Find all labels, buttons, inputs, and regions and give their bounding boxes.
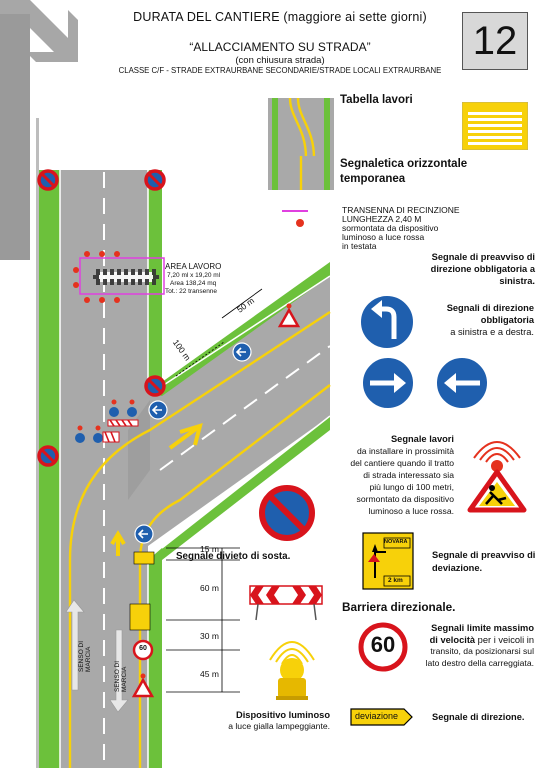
no-parking-sign-top-right xyxy=(144,169,166,191)
transenna-icon xyxy=(282,210,308,227)
no-parking-sign-top-left xyxy=(37,169,59,191)
segnale-lavori-desc-5: sormontato da dispositivo xyxy=(356,494,454,504)
turn-left-sign-icon xyxy=(359,294,415,350)
speed-limit-sign-small xyxy=(132,639,154,661)
direction-panel-sign-icon xyxy=(350,708,413,726)
direzione-obbligatoria-label-2: obbligatoria xyxy=(480,315,534,325)
dispositivo-luminoso-label-1: Dispositivo luminoso xyxy=(235,710,330,720)
distance-60-label: 60 m xyxy=(200,583,219,593)
preavviso-direzione-label-1: Segnale di preavviso di xyxy=(431,252,535,262)
tabella-lavori-diagram-icon xyxy=(268,98,334,158)
senso-marcia-label-left: SENSO DI MARCIA xyxy=(78,640,92,672)
work-sign-branch xyxy=(277,303,301,328)
limite-velocita-tail: per i veicoli in xyxy=(475,635,534,645)
direction-sign-diagram-3 xyxy=(134,524,154,544)
work-sign-with-light-icon xyxy=(467,441,527,513)
limite-velocita-label-4: lato destro della carreggiata. xyxy=(425,658,534,668)
area-label-4: Tot.: 22 transenne xyxy=(165,288,218,295)
transenna-label-2: LUNGHEZZA 2,40 M xyxy=(342,214,422,224)
segnale-lavori-desc-6: luminoso a luce rossa. xyxy=(368,506,454,516)
area-label-1: AREA LAVORO xyxy=(165,262,222,271)
left-grass xyxy=(38,170,60,768)
work-sign-lower-small xyxy=(131,673,155,698)
tabella-lavori-panel-icon xyxy=(462,102,528,150)
directional-barrier-icon xyxy=(249,585,323,621)
arrow-right-sign-icon xyxy=(361,356,415,410)
preavviso-direzione-label-3: sinistra. xyxy=(499,276,535,286)
direzione-obbligatoria-label-3: a sinistra e a destra. xyxy=(450,327,534,337)
direction-sign-diagram-1 xyxy=(232,342,252,362)
dispositivo-luminoso-label-2: a luce gialla lampeggiante. xyxy=(228,721,330,731)
limite-velocita-bold: di velocità xyxy=(429,635,476,645)
transenna-label-5: in testata xyxy=(342,241,377,251)
signs-cluster-lower xyxy=(75,425,120,443)
preavviso-deviazione-sign-icon xyxy=(362,532,414,590)
preavviso-deviazione-label-1: Segnale di preavviso di xyxy=(432,550,536,560)
area-label-3: Area 138,24 mq xyxy=(170,280,217,287)
signs-cluster-upper xyxy=(107,399,139,427)
limite-velocita-label-1: Segnali limite massimo xyxy=(431,623,534,633)
no-parking-sign-mid-right xyxy=(144,375,166,397)
yellow-lamp-icon xyxy=(269,641,315,700)
distance-45-label: 45 m xyxy=(200,669,219,679)
barriera-direzionale-label: Barriera direzionale. xyxy=(342,600,456,614)
divieto-sosta-label: Segnale divieto di sosta. xyxy=(176,551,291,562)
limite-velocita-label-2: di velocità per i veicoli in xyxy=(400,634,534,646)
page-title: DURATA DEL CANTIERE (maggiore ai sette g… xyxy=(133,10,427,24)
segnale-lavori-desc-2: del cantiere quando il tratto xyxy=(350,458,454,468)
preavviso-direzione-label-2: direzione obbligatoria a xyxy=(430,264,535,274)
direzione-obbligatoria-label-1: Segnali di direzione xyxy=(446,303,534,313)
distance-15-label: 15 m xyxy=(200,544,219,554)
novara-sign-text: NOVARA xyxy=(384,539,408,545)
distance-30-label: 30 m xyxy=(200,631,219,641)
transenna-label-1: TRANSENNA DI RECINZIONE xyxy=(342,205,460,215)
speed-limit-value-small: 60 xyxy=(139,645,147,652)
no-parking-sign-icon xyxy=(259,485,315,541)
deviazione-sign-text: deviazione xyxy=(355,711,399,721)
page-subtitle: “ALLACCIAMENTO SU STRADA” xyxy=(189,40,371,54)
segnale-lavori-title: Segnale lavori xyxy=(390,434,454,444)
transenna-label-4: luminoso a luce rossa xyxy=(342,232,425,242)
segnale-lavori-desc-4: più lungo di 100 metri, xyxy=(369,482,454,492)
segnaletica-label-2: temporanea xyxy=(340,173,406,185)
direction-panel-small-diagram xyxy=(129,603,151,631)
no-parking-sign-mid-left xyxy=(37,445,59,467)
senso-marcia-label-right: SENSO DI MARCIA xyxy=(114,660,128,692)
page-number: 12 xyxy=(462,12,528,70)
segnale-direzione-label: Segnale di direzione. xyxy=(432,712,525,722)
area-label-2: 7,20 ml x 19,20 ml xyxy=(167,272,221,279)
limite-velocita-label-3: transito, da posizionarsi sul xyxy=(430,646,534,656)
preavviso-sign-small-diagram xyxy=(133,551,155,565)
corner-arrow-icon xyxy=(0,0,80,70)
tabella-lavori-label: Tabella lavori xyxy=(340,94,413,106)
direction-arrows-signs xyxy=(361,356,489,410)
branch-road xyxy=(148,276,330,546)
road-class: CLASSE C/F - STRADE EXTRAURBANE SECONDAR… xyxy=(118,66,442,75)
work-area-box xyxy=(79,257,165,295)
preavviso-deviazione-label-2: deviazione. xyxy=(432,563,483,573)
distance-2km-sign-text: 2 km xyxy=(388,577,403,584)
page-subtitle-2: (con chiusura strada) xyxy=(235,55,325,66)
segnale-lavori-desc-1: da installare in prossimità xyxy=(357,446,454,456)
direction-sign-diagram-2 xyxy=(148,400,168,420)
arrow-left-sign-icon xyxy=(435,356,489,410)
segnaletica-label-1: Segnaletica orizzontale xyxy=(340,158,468,170)
transenna-label-3: sormontata da dispositivo xyxy=(342,223,439,233)
speed-limit-sign-icon xyxy=(358,622,408,672)
segnaletica-orizzontale-icon xyxy=(268,156,334,190)
speed-limit-value: 60 xyxy=(370,632,396,657)
segnale-lavori-desc-3: di strada interessato sia xyxy=(363,470,454,480)
